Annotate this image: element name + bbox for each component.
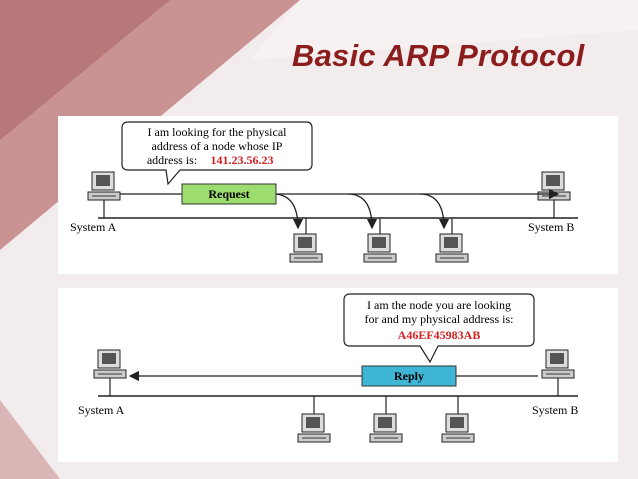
speech-bubble <box>343 293 535 364</box>
reply-diagram-panel: System A System B <box>58 288 618 462</box>
bubble-line: for and my physical address is: <box>365 312 514 326</box>
background-shape <box>0 0 170 140</box>
request-diagram-panel: System A System B <box>58 116 618 274</box>
computer-icon <box>363 233 397 263</box>
computer-icon <box>289 233 323 263</box>
request-packet-label: Request <box>208 187 249 201</box>
computer-icon <box>93 349 127 379</box>
background-shape <box>0 400 60 479</box>
curved-arrow <box>347 193 378 230</box>
curved-arrow <box>419 193 450 230</box>
request-packet <box>181 183 277 205</box>
reply-diagram: System A System B <box>78 293 578 443</box>
background-shape <box>250 0 638 60</box>
ip-address: 141.23.56.23 <box>211 153 274 167</box>
reply-packet-label: Reply <box>394 369 424 383</box>
physical-address: A46EF45983AB <box>398 328 481 342</box>
bubble-line: address is: <box>147 153 197 167</box>
computer-icon <box>441 413 475 443</box>
system-b-label: System B <box>532 403 578 417</box>
system-a-label: System A <box>70 220 117 234</box>
system-b-label: System B <box>528 220 574 234</box>
bubble-line: address of a node whose IP <box>152 139 283 153</box>
computer-icon <box>297 413 331 443</box>
reply-packet <box>361 365 457 387</box>
bubble-line: I am looking for the physical <box>148 125 288 139</box>
computer-icon <box>537 171 571 201</box>
computer-icon <box>87 171 121 201</box>
system-a-label: System A <box>78 403 125 417</box>
bubble-line: I am the node you are looking <box>367 298 511 312</box>
curved-arrow <box>272 193 304 230</box>
computer-icon <box>369 413 403 443</box>
computer-icon <box>541 349 575 379</box>
speech-bubble <box>121 121 313 186</box>
request-diagram: System A System B <box>70 121 578 263</box>
slide-title: Basic ARP Protocol <box>292 38 585 73</box>
computer-icon <box>435 233 469 263</box>
